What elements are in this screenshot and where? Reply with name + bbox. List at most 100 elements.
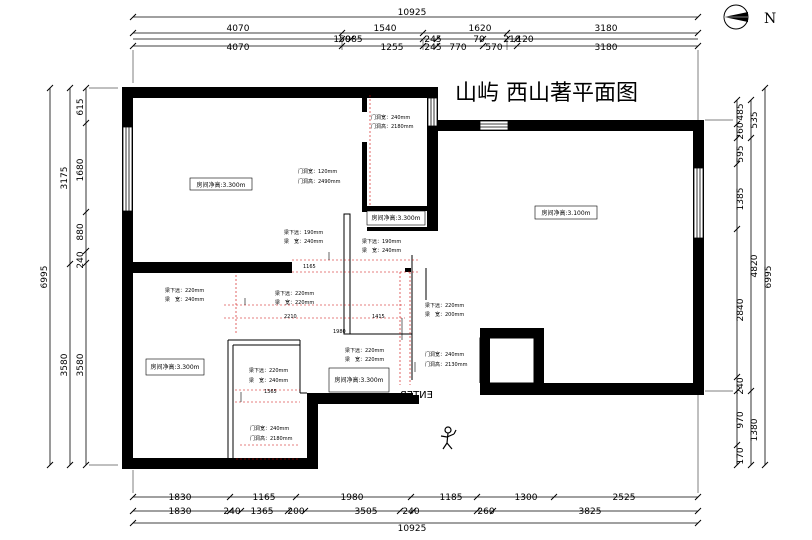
dim-left-inner: 1680 <box>76 158 86 181</box>
dim-top-total: 10925 <box>398 8 427 18</box>
note-beam-width: 梁 宽：240mm <box>165 296 204 303</box>
room-height-text: 房间净高:3.300m <box>196 181 245 189</box>
dimension-texts: 10925 4070 1540 1620 3180 150 985 245 70… <box>40 8 774 534</box>
note-dim: 1165 <box>303 264 316 270</box>
dim-left-inner: 3580 <box>76 353 86 376</box>
room-labels: 房间净高:3.300m 房间净高:3.300m 房间净高:3.100m 房间净高… <box>145 177 598 393</box>
door-openings <box>362 112 480 395</box>
dim-right-inner: 240 <box>736 377 746 394</box>
window-right <box>693 167 704 239</box>
dim-top-row3: 70 <box>473 35 485 45</box>
note-beam-width: 梁 宽：240mm <box>249 377 288 384</box>
dim-left-inner: 880 <box>76 223 86 240</box>
annotation-notes: 门洞宽：240mm 门洞高：2180mm 门洞宽：120mm 门洞高：2490m… <box>165 114 468 442</box>
dim-left-outer: 6995 <box>40 266 50 289</box>
dim-bottom-row2: 1365 <box>251 507 274 517</box>
dim-bottom-row2: 260 <box>477 507 494 517</box>
note-door-width: 门洞宽：240mm <box>371 114 410 121</box>
room-height-text: 房间净高:3.300m <box>334 376 383 384</box>
dim-right-inner: 970 <box>736 411 746 428</box>
room-height-text: 房间净高:3.100m <box>541 209 590 217</box>
note-door-width: 门洞宽：240mm <box>425 351 464 358</box>
dim-bottom-total: 10925 <box>398 524 427 534</box>
dim-bottom-row1: 1830 <box>169 493 192 503</box>
dim-top-row3: 120 <box>516 35 533 45</box>
note-beam-below: 梁下远：220mm <box>345 347 384 354</box>
dim-right-inner: 595 <box>736 145 746 162</box>
leader-lines <box>240 174 416 402</box>
note-beam-below: 梁下远：190mm <box>362 238 401 245</box>
inner-lines <box>227 213 535 459</box>
dim-bottom-row2: 3505 <box>355 507 378 517</box>
windows <box>122 97 704 239</box>
dim-left-inner: 240 <box>76 251 86 268</box>
room-height-text: 房间净高:3.300m <box>371 214 420 222</box>
note-door-height: 门洞高：2130mm <box>425 361 468 368</box>
window-small <box>427 97 438 127</box>
person-icon <box>440 426 457 450</box>
note-dim: 1980 <box>333 329 346 335</box>
note-beam-below: 梁下远：220mm <box>275 290 314 297</box>
room-label-upper-left: 房间净高:3.300m <box>189 177 253 191</box>
window-left <box>122 126 133 212</box>
dim-bottom-row2: 200 <box>287 507 304 517</box>
dim-right-mid: 4820 <box>750 254 760 277</box>
north-arrow: N <box>723 4 776 30</box>
dim-top-row3: 985 <box>345 35 362 45</box>
note-beam-below: 梁下远：220mm <box>249 367 288 374</box>
note-beam-below: 梁下远：220mm <box>165 287 204 294</box>
dim-top-row3: 245 <box>424 35 441 45</box>
dim-top-row4: 570 <box>485 43 502 53</box>
dim-top-row4: 770 <box>449 43 466 53</box>
plan-title: 山屿 西山著平面图 <box>455 81 638 106</box>
dim-right-mid: 535 <box>750 111 760 128</box>
dim-top-row4: 4070 <box>227 43 250 53</box>
dim-left-mid: 3580 <box>60 353 70 376</box>
dim-left-inner: 615 <box>76 98 86 115</box>
dim-top-row2: 4070 <box>227 24 250 34</box>
note-beam-below: 梁下远：220mm <box>425 302 464 309</box>
dim-bottom-row1: 1980 <box>341 493 364 503</box>
north-label: N <box>764 11 776 27</box>
entry-marker: ENTER <box>400 390 457 450</box>
dim-bottom-row1: 2525 <box>613 493 636 503</box>
dim-bottom-row2: 3825 <box>579 507 602 517</box>
dim-bottom-row2: 240 <box>402 507 419 517</box>
dim-right-inner: 260 <box>736 122 746 139</box>
window-top-right <box>479 120 509 131</box>
dim-bottom-row2: 1830 <box>169 507 192 517</box>
entry-label: ENTER <box>400 390 433 401</box>
dimension-ticks <box>46 13 769 527</box>
walls <box>122 87 704 469</box>
dimension-lines <box>49 16 766 524</box>
note-dim: 1415 <box>372 314 385 320</box>
room-height-text: 房间净高:3.300m <box>150 363 199 371</box>
dim-top-row2: 1620 <box>469 24 492 34</box>
note-beam-width: 梁 宽：240mm <box>284 238 323 245</box>
note-beam-width: 梁 宽：200mm <box>425 311 464 318</box>
dim-bottom-row1: 1300 <box>515 493 538 503</box>
compass-icon <box>723 4 749 30</box>
room-label-center: 房间净高:3.300m <box>328 367 390 393</box>
dim-bottom-row2: 240 <box>223 507 240 517</box>
note-beam-width: 梁 宽：220mm <box>275 299 314 306</box>
note-door-height: 门洞高：2180mm <box>250 435 293 442</box>
dim-top-row4: 1255 <box>381 43 404 53</box>
note-beam-below: 梁下远：190mm <box>284 229 323 236</box>
dim-bottom-row1: 1185 <box>440 493 463 503</box>
room-label-small: 房间净高:3.300m <box>366 210 426 226</box>
dim-right-outer: 6995 <box>764 266 774 289</box>
room-label-lower-left: 房间净高:3.300m <box>145 358 205 376</box>
note-dim: 2210 <box>284 314 297 320</box>
dim-bottom-row1: 1165 <box>253 493 276 503</box>
dim-top-row4: 245 <box>424 43 441 53</box>
note-door-height: 门洞高：2180mm <box>371 123 414 130</box>
room-label-right: 房间净高:3.100m <box>534 205 598 220</box>
dim-top-row3: 150 <box>333 35 350 45</box>
note-door-width: 门洞宽：120mm <box>298 168 337 175</box>
note-dim: 1365 <box>264 389 277 395</box>
note-beam-width: 梁 宽：240mm <box>362 247 401 254</box>
dim-right-inner: 1385 <box>736 188 746 211</box>
note-door-width: 门洞宽：240mm <box>250 425 289 432</box>
